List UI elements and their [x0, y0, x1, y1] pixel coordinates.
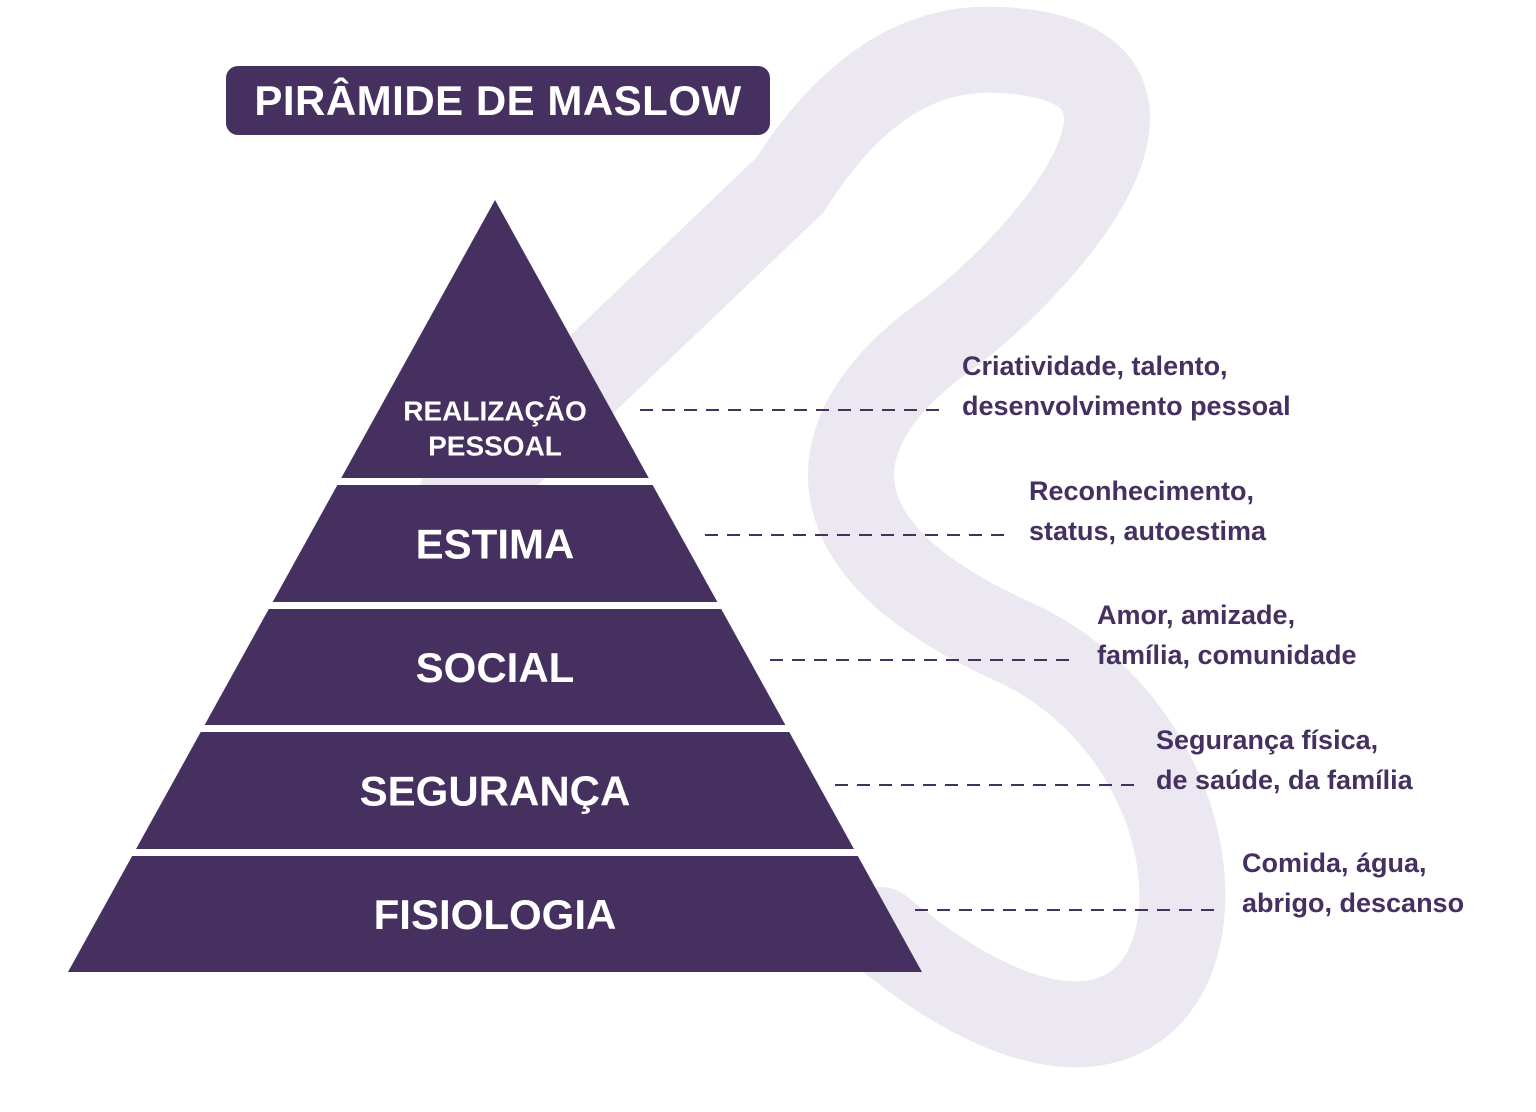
pyramid-level-estima — [272, 485, 718, 602]
level-label-line: ESTIMA — [416, 521, 575, 568]
pyramid: REALIZAÇÃO PESSOAL ESTIMA SOCIAL SEGURANÇA FI… — [68, 200, 922, 972]
description-line: família, comunidade — [1097, 640, 1357, 670]
description-line: Reconhecimento, — [1029, 476, 1255, 506]
description-line: status, autoestima — [1029, 516, 1267, 546]
page-title: PIRÂMIDE DE MASLOW — [254, 76, 742, 124]
level-label-line: SOCIAL — [416, 644, 575, 691]
description-fisiologia: Comida, água, abrigo, descanso — [1242, 843, 1464, 923]
description-line: Segurança física, — [1156, 725, 1379, 755]
description-line: Criatividade, talento, — [962, 351, 1228, 381]
level-label-line: REALIZAÇÃO — [403, 396, 587, 427]
description-line: abrigo, descanso — [1242, 888, 1465, 918]
description-social: Amor, amizade, família, comunidade — [1097, 595, 1357, 675]
description-realizacao: Criatividade, talento, desenvolvimento pe… — [962, 346, 1291, 426]
level-label-seguranca: SEGURANÇA — [360, 768, 631, 815]
level-label-fisiologia: FISIOLOGIA — [374, 891, 617, 938]
description-line: desenvolvimento pessoal — [962, 391, 1291, 421]
level-label-realizacao: REALIZAÇÃO PESSOAL — [403, 396, 587, 462]
description-line: de saúde, da família — [1156, 765, 1413, 795]
description-line: Comida, água, — [1242, 848, 1427, 878]
description-line: Amor, amizade, — [1097, 600, 1296, 630]
level-label-line: PESSOAL — [428, 431, 562, 462]
level-label-line: FISIOLOGIA — [374, 891, 617, 938]
pyramid-level-social — [204, 609, 786, 725]
title-badge: PIRÂMIDE DE MASLOW — [226, 66, 770, 135]
pyramid-level-realizacao — [341, 200, 649, 478]
connector-lines — [640, 409, 1215, 911]
pyramid-level-fisiologia — [68, 856, 922, 972]
pyramid-level-seguranca — [136, 732, 854, 849]
level-label-social: SOCIAL — [416, 644, 575, 691]
description-estima: Reconhecimento, status, autoestima — [1029, 471, 1266, 551]
level-label-estima: ESTIMA — [416, 521, 575, 568]
description-seguranca: Segurança física, de saúde, da família — [1156, 720, 1413, 800]
level-label-line: SEGURANÇA — [360, 768, 631, 815]
